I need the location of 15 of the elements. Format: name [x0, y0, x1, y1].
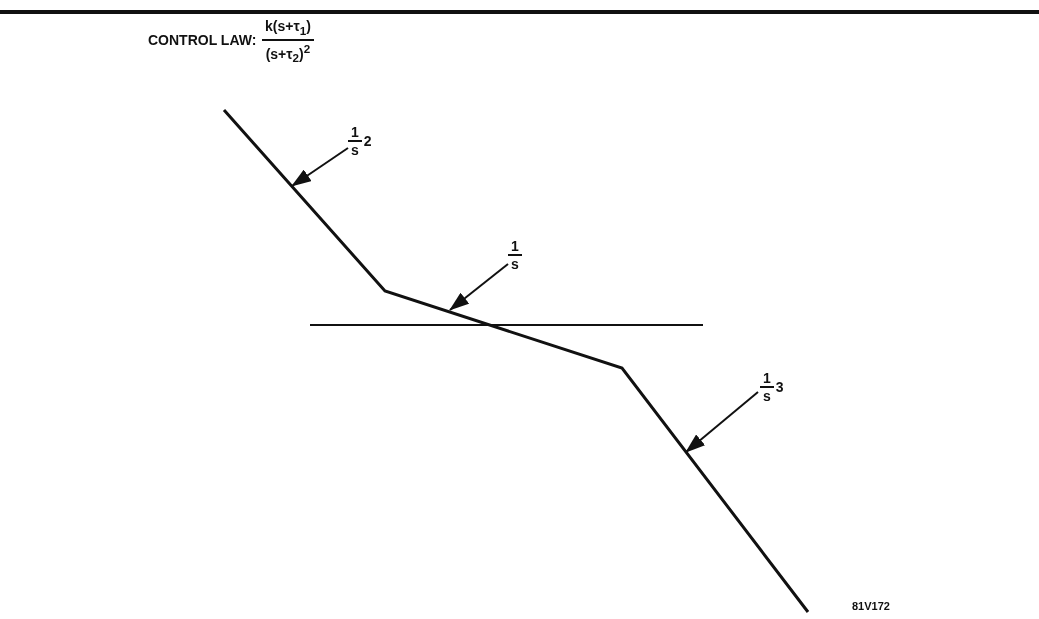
- fraction-numerator: k(s+τ$_{1}$): [262, 18, 314, 41]
- fraction-numerator: 1: [508, 238, 522, 256]
- exponent: 3: [775, 379, 784, 395]
- exponent: 2: [363, 133, 372, 149]
- fraction-denominator: s: [511, 256, 519, 272]
- leader-arrow: [685, 391, 759, 453]
- fraction-denominator: (s+τ$_{2}$)$^{2}$: [265, 40, 311, 67]
- fraction-numerator: 1: [348, 124, 362, 142]
- leader-arrow: [291, 147, 349, 187]
- control-law-label: CONTROL LAW:: [148, 32, 257, 48]
- fraction-denominator: s: [763, 388, 771, 404]
- fraction-denominator: s: [351, 142, 359, 158]
- fraction-numerator: 1: [760, 370, 774, 388]
- figure-number: 81V172: [852, 600, 890, 612]
- leader-arrow: [449, 263, 509, 311]
